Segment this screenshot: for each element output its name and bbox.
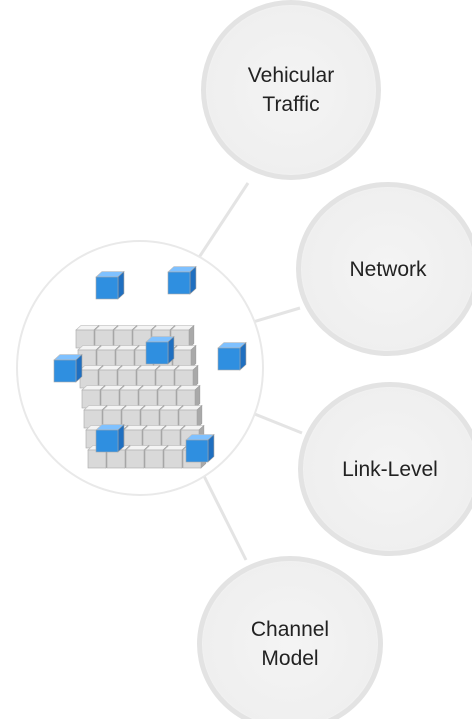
node-label-link-level: Link-Level [342, 457, 438, 481]
node-label-channel-model: Channel Model [250, 618, 330, 670]
cube-block-23 [176, 384, 201, 409]
cube-blue-block-1 [167, 265, 197, 295]
node-label-vehicular-traffic: Vehicular Traffic [247, 64, 335, 116]
cube-block-29 [178, 404, 203, 429]
hub-circle [16, 240, 264, 496]
cube-block-11 [172, 344, 197, 369]
node-vehicular-traffic: Vehicular Traffic [201, 0, 381, 180]
node-network: Network [296, 182, 472, 356]
cube-of-blocks-icon [53, 265, 247, 469]
cube-blue-block-2 [53, 353, 83, 383]
connector-channel [198, 467, 248, 561]
cube-block-5 [170, 324, 195, 349]
node-link-level: Link-Level [298, 382, 472, 556]
cube-block-40 [163, 444, 188, 469]
connector-traffic [194, 182, 250, 263]
cube-blue-block-0 [95, 270, 125, 300]
cube-blue-block-3 [145, 335, 175, 365]
node-channel-model: Channel Model [197, 556, 383, 719]
cube-blue-block-4 [217, 341, 247, 371]
cube-block-17 [174, 364, 199, 389]
cube-blue-block-6 [185, 433, 215, 463]
cube-block-0 [75, 324, 100, 349]
node-label-network: Network [349, 257, 427, 281]
cube-blue-block-5 [95, 423, 125, 453]
